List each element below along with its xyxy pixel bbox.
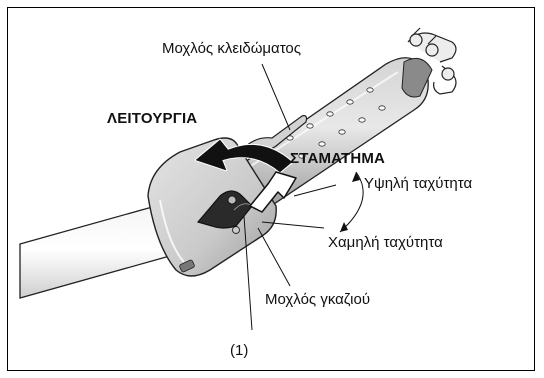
callout-1-label: (1) <box>230 343 248 358</box>
stop-label: ΣΤΑΜΑΤΗΜΑ <box>290 151 385 166</box>
throttle-lever-label: Μοχλός γκαζιού <box>265 292 370 307</box>
low-speed-label: Χαμηλή ταχύτητα <box>328 235 443 250</box>
operation-label: ΛΕΙΤΟΥΡΓΙΑ <box>107 111 197 126</box>
lock-lever-label: Μοχλός κλειδώματος <box>162 41 301 56</box>
speed-range-arrowheads <box>340 172 360 232</box>
high-speed-label: Υψηλή ταχύτητα <box>364 176 472 191</box>
